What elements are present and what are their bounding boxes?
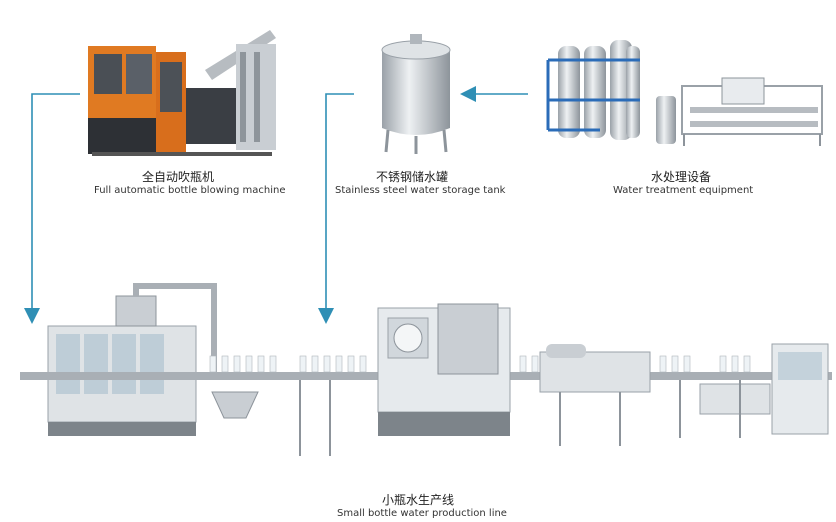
bottle-blowing-machine-image: [88, 30, 276, 156]
water-treatment-label-en: Water treatment equipment: [613, 185, 753, 196]
blowing-machine-label-cn: 全自动吹瓶机: [142, 168, 214, 185]
water-treatment-image: [548, 40, 822, 146]
arrow-tank-to-line: [326, 94, 354, 316]
production-line-label-cn: 小瓶水生产线: [382, 491, 454, 508]
blowing-machine-label-en: Full automatic bottle blowing machine: [94, 185, 285, 196]
arrow-blowing-to-line: [32, 94, 80, 316]
storage-tank-image: [382, 34, 450, 154]
production-line-label-en: Small bottle water production line: [337, 508, 507, 519]
storage-tank-label-en: Stainless steel water storage tank: [335, 185, 505, 196]
production-line-image: [20, 286, 832, 456]
storage-tank-label-cn: 不锈钢储水罐: [376, 168, 448, 185]
water-treatment-label-cn: 水处理设备: [651, 168, 711, 185]
